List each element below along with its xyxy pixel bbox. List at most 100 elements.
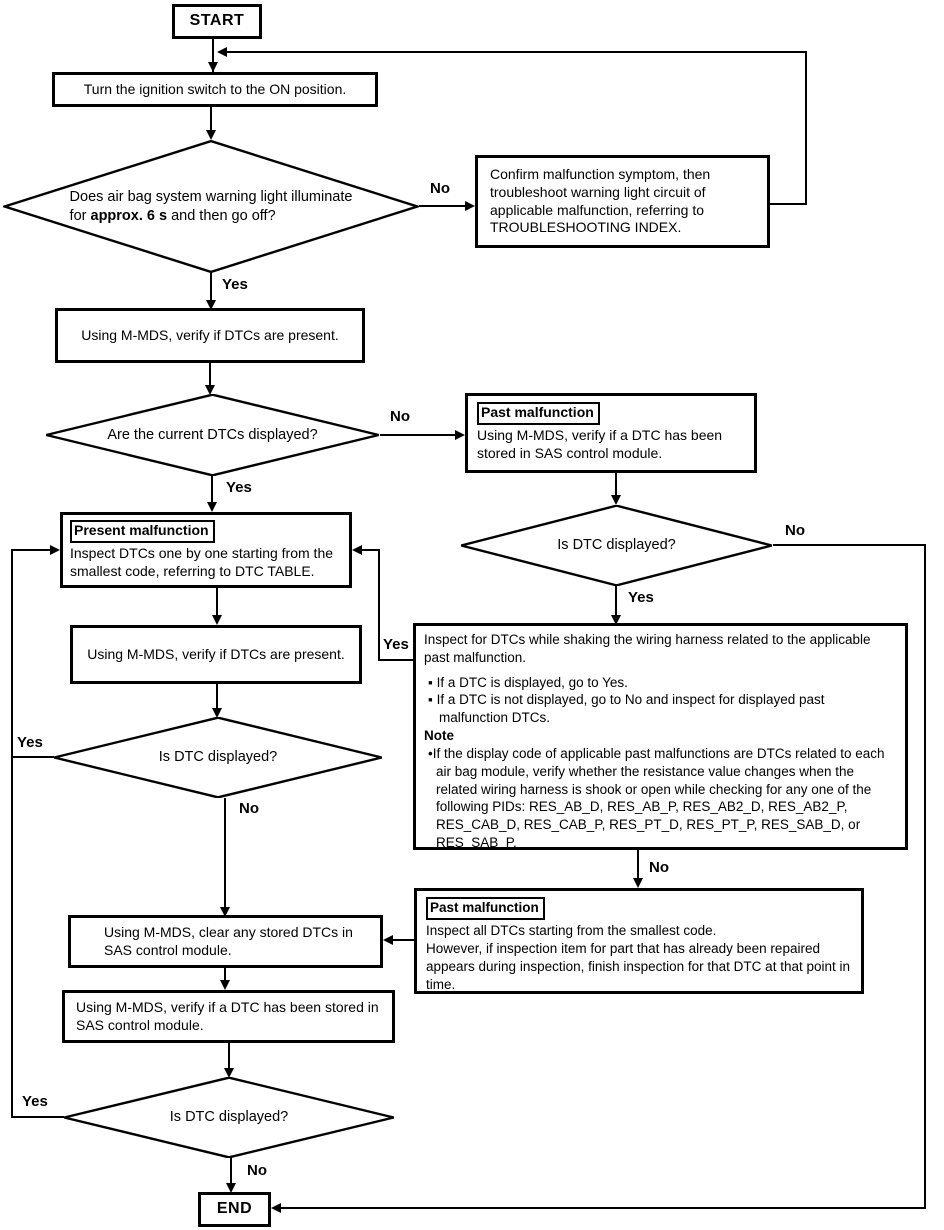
decision-text: Are the current DTCs displayed?	[107, 426, 318, 443]
arrowhead-right-icon	[465, 201, 475, 211]
connector-line	[378, 549, 380, 661]
bullet-icon: •	[428, 745, 433, 761]
decision-is-dtc-displayed-2: Is DTC displayed?	[53, 717, 383, 798]
decision-warning-light: Does air bag system warning light illumi…	[3, 140, 419, 273]
arrowhead-down-icon	[208, 62, 218, 72]
decision-is-dtc-displayed-3: Is DTC displayed?	[63, 1077, 395, 1158]
connector-line	[615, 473, 617, 500]
past-malfunction-body: Using M-MDS, verify if a DTC has been st…	[477, 426, 723, 461]
arrowhead-down-icon	[206, 130, 216, 140]
node-verify-dtcs-1: Using M-MDS, verify if DTCs are present.	[55, 308, 365, 363]
edge-label-no: No	[428, 180, 452, 197]
connector-line	[212, 39, 214, 72]
node-shake-harness: Inspect for DTCs while shaking the wirin…	[413, 623, 908, 850]
turn-ignition-text: Turn the ignition switch to the ON posit…	[83, 80, 347, 97]
node-turn-ignition: Turn the ignition switch to the ON posit…	[52, 72, 378, 107]
note-label: Note	[424, 728, 454, 744]
connector-line	[224, 968, 226, 982]
connector-line	[230, 1158, 232, 1185]
edge-label-yes: Yes	[626, 589, 656, 606]
question-line-1: Does air bag system warning light illumi…	[69, 188, 353, 205]
connector-line	[209, 363, 211, 390]
connector-line	[280, 1207, 926, 1209]
list-item-text: If a DTC is not displayed, go to No and …	[436, 692, 825, 726]
arrowhead-down-icon	[633, 878, 643, 888]
clear-dtcs-text: Using M-MDS, clear any stored DTCs in SA…	[104, 923, 353, 958]
connector-line	[770, 203, 807, 205]
verify-dtcs-text: Using M-MDS, verify if DTCs are present.	[81, 326, 339, 343]
node-end: END	[198, 1192, 271, 1227]
connector-line	[11, 549, 13, 1118]
arrowhead-left-icon	[217, 47, 227, 57]
verify-dtcs-text: Using M-MDS, verify if DTCs are present.	[87, 645, 345, 662]
past-malfunction-line2: However, if inspection item for part tha…	[426, 940, 850, 992]
connector-line	[11, 549, 51, 551]
present-malfunction-body: Inspect DTCs one by one starting from th…	[70, 544, 334, 579]
arrowhead-down-icon	[220, 907, 230, 917]
diamond-shape	[53, 717, 383, 798]
arrowhead-down-icon	[212, 615, 222, 625]
decision-current-dtcs: Are the current DTCs displayed?	[45, 394, 380, 476]
edge-label-yes: Yes	[20, 1093, 50, 1110]
connector-line	[216, 684, 218, 711]
arrowhead-down-icon	[220, 980, 230, 990]
edge-label-yes: Yes	[224, 479, 254, 496]
past-malfunction-title: Past malfunction	[426, 897, 545, 920]
list-item: ▪ If a DTC is displayed, go to Yes.	[424, 674, 897, 692]
arrowhead-right-icon	[455, 430, 465, 440]
arrowhead-left-icon	[383, 935, 393, 945]
decision-text: Is DTC displayed?	[557, 537, 676, 554]
decision-text: Is DTC displayed?	[158, 749, 278, 766]
connector-line	[615, 585, 617, 619]
node-verify-dtcs-2: Using M-MDS, verify if DTCs are present.	[70, 625, 362, 684]
list-item-text: If a DTC is displayed, go to Yes.	[436, 674, 628, 690]
diamond-shape	[45, 394, 380, 476]
decision-text: Is DTC displayed?	[169, 1109, 289, 1126]
confirm-symptom-text: Confirm malfunction symptom, then troubl…	[490, 165, 711, 236]
connector-line	[419, 205, 466, 207]
connector-line	[805, 51, 807, 205]
connector-line	[773, 544, 926, 546]
connector-line	[211, 476, 213, 507]
diamond-shape	[460, 505, 773, 586]
node-confirm-symptom: Confirm malfunction symptom, then troubl…	[475, 155, 770, 248]
connector-line	[924, 544, 926, 1209]
node-verify-stored-dtc: Using M-MDS, verify if a DTC has been st…	[62, 990, 395, 1043]
present-malfunction-title: Present malfunction	[70, 520, 215, 543]
edge-label-yes: Yes	[220, 276, 250, 293]
decision-text: Does air bag system warning light illumi…	[3, 140, 419, 273]
question-line-2: for	[69, 207, 91, 224]
edge-label-no: No	[245, 1162, 269, 1179]
node-start: START	[172, 4, 262, 39]
diamond-shape	[3, 140, 419, 273]
connector-line	[393, 939, 414, 941]
edge-label-no: No	[388, 408, 412, 425]
node-past-malfunction-1: Past malfunction Using M-MDS, verify if …	[465, 393, 757, 473]
edge-label-no: No	[783, 522, 807, 539]
connector-line	[227, 51, 807, 53]
connector-line	[379, 659, 413, 661]
connector-line	[210, 273, 212, 305]
verify-stored-text: Using M-MDS, verify if a DTC has been st…	[76, 998, 379, 1033]
past-malfunction-line1: Inspect all DTCs starting from the small…	[426, 922, 717, 938]
node-clear-dtcs: Using M-MDS, clear any stored DTCs in SA…	[68, 915, 383, 968]
arrowhead-down-icon	[212, 708, 222, 718]
start-label: START	[189, 12, 245, 30]
arrowhead-left-icon	[352, 545, 362, 555]
arrowhead-down-icon	[611, 615, 621, 625]
bullet-icon: ▪	[428, 692, 433, 708]
question-line-2-end: and then go off?	[167, 207, 276, 224]
connector-line	[12, 756, 54, 758]
edge-label-no: No	[237, 800, 261, 817]
shake-harness-bullets: ▪ If a DTC is displayed, go to Yes. ▪ If…	[424, 674, 897, 727]
arrowhead-right-icon	[50, 545, 60, 555]
connector-line	[362, 549, 380, 551]
arrowhead-down-icon	[205, 385, 215, 395]
arrowhead-left-icon	[271, 1203, 281, 1213]
note-bullet-text: If the display code of applicable past m…	[432, 745, 885, 850]
node-present-malfunction: Present malfunction Inspect DTCs one by …	[60, 512, 352, 588]
note-bullet-item: •If the display code of applicable past …	[424, 745, 897, 852]
node-past-malfunction-2: Past malfunction Inspect all DTCs starti…	[414, 888, 864, 994]
arrowhead-down-icon	[206, 300, 216, 310]
